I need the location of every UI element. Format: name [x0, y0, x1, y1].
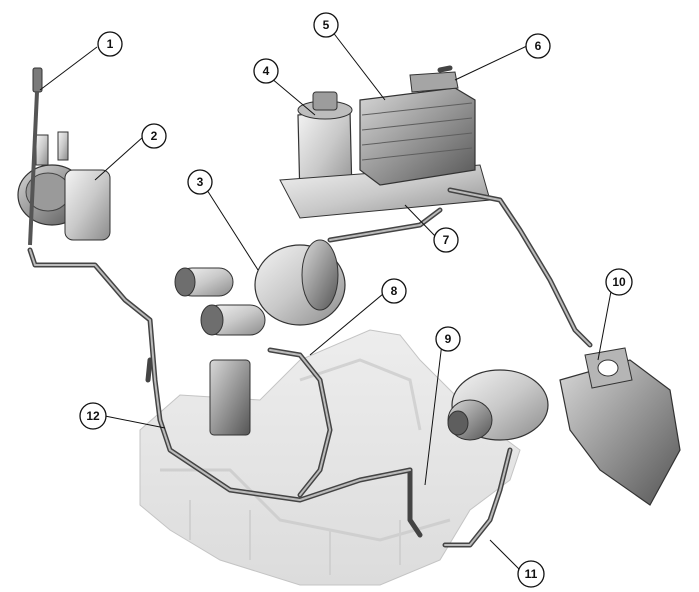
- vacuum-pump: [17, 131, 111, 241]
- callout-1-label: 1: [107, 37, 114, 51]
- callout-8-label: 8: [391, 284, 398, 298]
- callout-9-label: 9: [445, 332, 452, 346]
- callout-9: 9: [435, 326, 461, 352]
- oil-filter-housing: [279, 91, 491, 219]
- callout-5: 5: [313, 12, 339, 38]
- callout-3: 3: [187, 169, 213, 195]
- callout-7-label: 7: [443, 233, 450, 247]
- callout-6-label: 6: [535, 39, 542, 53]
- callout-10: 10: [605, 268, 633, 296]
- callout-2: 2: [141, 123, 167, 149]
- dipstick: [28, 67, 43, 246]
- callout-8: 8: [381, 278, 407, 304]
- callout-12: 12: [79, 402, 107, 430]
- oil-cooler: [359, 71, 476, 186]
- callout-5-label: 5: [323, 18, 330, 32]
- callout-1: 1: [97, 31, 123, 57]
- callout-11-label: 11: [525, 567, 538, 581]
- leader-lines: [39, 30, 613, 574]
- callout-2-label: 2: [151, 129, 158, 143]
- callout-7: 7: [433, 227, 459, 253]
- callout-3-label: 3: [197, 175, 204, 189]
- callout-4: 4: [253, 58, 279, 84]
- turbocharger-upper: [174, 239, 346, 436]
- oil-sump: [139, 329, 521, 586]
- turbocharger-lower: [447, 347, 681, 506]
- callout-6: 6: [525, 33, 551, 59]
- callout-10-label: 10: [612, 275, 626, 289]
- callout-11: 11: [517, 560, 545, 588]
- callout-12-label: 12: [86, 409, 100, 423]
- callout-4-label: 4: [263, 64, 270, 78]
